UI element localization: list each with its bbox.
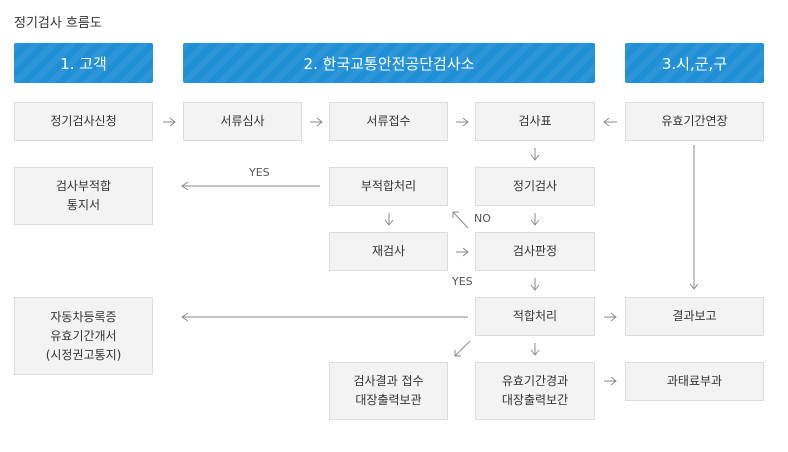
archive-result-line2: 대장출력보관 bbox=[355, 393, 422, 407]
box-unfit-process: 부적합처리 bbox=[329, 167, 448, 206]
arrow-fit-to-archive-result bbox=[454, 340, 471, 357]
box-doc-review: 서류심사 bbox=[183, 102, 302, 141]
label-no: NO bbox=[474, 212, 491, 225]
car-reg-line3: (시정권고통지) bbox=[45, 347, 122, 362]
box-extend-valid-label: 유효기간연장 bbox=[661, 114, 728, 128]
archive-result-line1: 검사결과 접수 bbox=[353, 374, 424, 388]
arrow-archive-to-penalty bbox=[604, 376, 617, 386]
box-result-report: 결과보고 bbox=[625, 297, 764, 336]
header-customer: 1. 고객 bbox=[14, 43, 153, 83]
box-penalty: 과태료부과 bbox=[625, 362, 764, 401]
header-local: 3.시,군,구 bbox=[625, 43, 764, 83]
car-reg-line2: 유효기간개서 bbox=[50, 328, 117, 343]
label-yes-fit: YES bbox=[452, 275, 473, 288]
box-doc-review-label: 서류심사 bbox=[220, 114, 265, 128]
box-regular-inspect-label: 정기검사 bbox=[512, 179, 558, 193]
box-inspect-table-label: 검사표 bbox=[518, 114, 552, 128]
box-result-report-label: 결과보고 bbox=[672, 309, 717, 323]
box-unfit-process-label: 부적합처리 bbox=[360, 179, 417, 193]
archive-valid-line2: 대장출력보간 bbox=[501, 393, 569, 407]
box-regular-inspect: 정기검사 bbox=[475, 167, 595, 206]
box-judgement: 검사판정 bbox=[475, 232, 595, 271]
arrow-table-to-inspect bbox=[530, 148, 540, 161]
box-unfit-notice: 검사부적합 통지서 bbox=[14, 167, 153, 225]
box-car-reg: 자동차등록증 유효기간개서 (시정권고통지) bbox=[14, 297, 153, 375]
arrow-extend-to-table bbox=[603, 117, 617, 127]
box-apply-label: 정기검사신청 bbox=[50, 114, 117, 128]
box-apply: 정기검사신청 bbox=[14, 102, 153, 141]
arrow-judgement-to-fit bbox=[530, 278, 540, 291]
box-penalty-label: 과태료부과 bbox=[666, 374, 723, 388]
arrow-fit-to-report bbox=[604, 312, 617, 322]
box-reinspect: 재검사 bbox=[329, 232, 448, 271]
arrow-unfit-to-reinspect bbox=[384, 213, 394, 226]
arrow-receive-to-table bbox=[456, 117, 469, 127]
box-archive-result: 검사결과 접수 대장출력보관 bbox=[329, 362, 448, 420]
box-doc-receive: 서류접수 bbox=[329, 102, 448, 141]
box-doc-receive-label: 서류접수 bbox=[366, 114, 411, 128]
unfit-notice-line1: 검사부적합 bbox=[55, 179, 112, 193]
box-judgement-label: 검사판정 bbox=[512, 244, 558, 258]
arrow-no-diagonal bbox=[452, 211, 469, 229]
label-yes-unfit: YES bbox=[249, 166, 270, 179]
arrow-extend-to-report bbox=[689, 145, 699, 290]
arrow-inspect-to-judgement bbox=[530, 213, 540, 226]
header-agency: 2. 한국교통안전공단검사소 bbox=[183, 43, 595, 83]
arrow-reinspect-to-judgement bbox=[456, 247, 469, 257]
page-title: 정기검사 흐름도 bbox=[14, 16, 102, 31]
archive-valid-line1: 유효기간경과 bbox=[501, 374, 569, 388]
arrow-apply-to-review bbox=[163, 117, 176, 127]
box-reinspect-label: 재검사 bbox=[371, 244, 406, 258]
unfit-notice-line2: 통지서 bbox=[66, 198, 101, 212]
car-reg-line1: 자동차등록증 bbox=[50, 309, 117, 324]
box-extend-valid: 유효기간연장 bbox=[625, 102, 764, 141]
box-inspect-table: 검사표 bbox=[475, 102, 595, 141]
arrow-unfit-to-notice bbox=[181, 181, 320, 191]
arrow-review-to-receive bbox=[310, 117, 323, 127]
arrow-fit-to-carreg bbox=[181, 312, 468, 322]
box-fit-process: 적합처리 bbox=[475, 297, 595, 336]
arrow-fit-to-archive-valid bbox=[530, 343, 540, 356]
box-fit-process-label: 적합처리 bbox=[512, 309, 558, 323]
box-archive-valid: 유효기간경과 대장출력보간 bbox=[475, 362, 595, 420]
